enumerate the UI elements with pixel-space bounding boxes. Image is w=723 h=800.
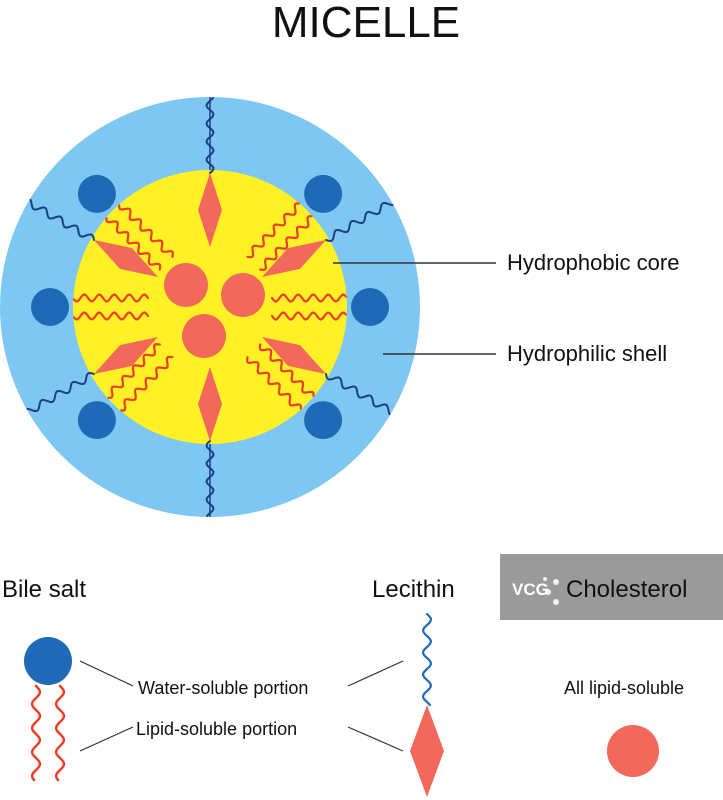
bile-salt-tail: [245, 356, 302, 410]
cholesterol-legend-icon: [607, 725, 659, 777]
bile-salt-heads: [31, 174, 389, 440]
lecithin-chain: [205, 97, 215, 174]
page-title: MICELLE: [272, 0, 460, 47]
watermark-logo-icon: [543, 577, 559, 605]
bile-salt-tail: [107, 342, 161, 399]
water-soluble-right-line: [347, 660, 404, 687]
cholesterol-molecule: [221, 273, 265, 317]
hydrophilic-shell-label: Hydrophilic shell: [507, 341, 667, 366]
water-soluble-label: Water-soluble portion: [138, 678, 308, 698]
lipid-soluble-right-line: [347, 726, 404, 752]
watermark-box: [500, 554, 723, 620]
bile-salt-head: [304, 174, 343, 213]
bile-salt-tail: [72, 311, 150, 321]
bile-salt-head: [77, 174, 116, 213]
lecithin-chain: [29, 198, 95, 241]
bile-salt-head: [304, 401, 343, 440]
watermark: VCG: [500, 554, 723, 620]
lecithin-chains: [26, 97, 394, 517]
micelle: [0, 97, 420, 517]
all-lipid-soluble-label: All lipid-soluble: [564, 678, 684, 698]
bile-salt-head: [351, 288, 389, 326]
watermark-text: VCG: [512, 580, 549, 599]
lecithin-legend-icon: [410, 612, 444, 797]
bile-salt-tail: [118, 204, 175, 258]
lecithin-diamond: [198, 173, 222, 247]
cholesterol-label: Cholesterol: [566, 576, 687, 603]
bile-salt-tail: [246, 202, 300, 259]
lecithin-label: Lecithin: [372, 576, 455, 603]
bile-salt-head: [77, 401, 116, 440]
bile-salt-head: [31, 288, 69, 326]
bile-salt-tails: [72, 202, 348, 412]
water-soluble-left-line: [79, 660, 134, 687]
cholesterol-molecule: [164, 263, 208, 307]
cholesterol-molecules: [164, 263, 265, 358]
cholesterol-molecule: [182, 314, 226, 358]
lecithin-chain: [26, 371, 95, 412]
lecithin-diamond: [198, 367, 222, 441]
lecithin-chain: [205, 440, 215, 517]
bile-salt-tail: [259, 215, 313, 272]
bile-salt-tail: [270, 311, 348, 321]
lipid-soluble-label: Lipid-soluble portion: [136, 719, 297, 739]
bile-salt-tail: [120, 355, 174, 412]
lecithin-legend-diamond: [410, 705, 444, 797]
hydrophobic-core: [73, 170, 347, 444]
lecithin-diamond: [262, 240, 326, 277]
bile-salt-legend-head: [24, 637, 72, 685]
lecithin-diamond: [262, 337, 326, 374]
lecithin-chain: [325, 373, 391, 416]
lecithin-legend-chain: [421, 612, 433, 707]
bile-salt-legend-tail: [30, 684, 42, 782]
lipid-soluble-left-line: [79, 726, 134, 752]
lecithin-chain: [325, 202, 394, 243]
bile-salt-tail: [258, 343, 315, 397]
lecithin-diamond: [94, 337, 158, 374]
bile-salt-label: Bile salt: [2, 576, 86, 603]
hydrophobic-core-label: Hydrophobic core: [507, 250, 679, 275]
lecithin-diamonds: [94, 173, 326, 441]
bile-salt-tail: [270, 293, 348, 303]
lecithin-diamond: [94, 240, 158, 277]
bile-salt-tail: [72, 293, 150, 303]
bile-salt-tail: [105, 217, 162, 271]
bile-salt-legend-icon: [24, 637, 72, 782]
bile-salt-legend-tail: [54, 684, 66, 782]
